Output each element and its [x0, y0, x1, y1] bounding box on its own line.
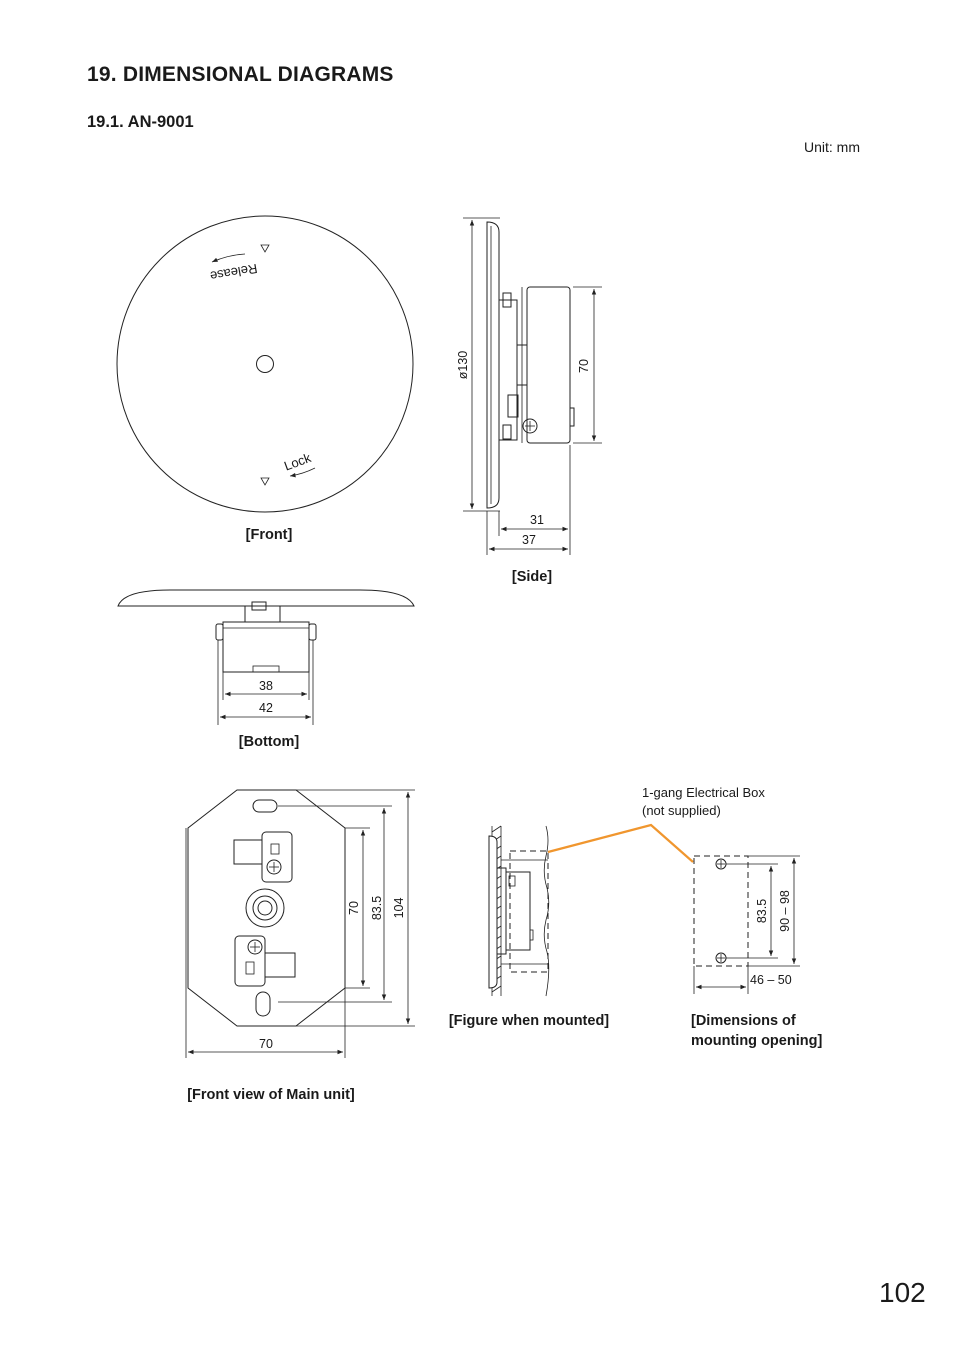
main-unit-caption: [Front view of Main unit]	[187, 1087, 355, 1103]
dim-main-h3: 104	[392, 898, 406, 919]
bottom-slot	[255, 991, 271, 1017]
side-plate	[486, 221, 500, 509]
dim-depth-outer: 37	[522, 533, 536, 547]
upper-terminal	[261, 831, 293, 883]
front-view: Release Lock [Front]	[116, 215, 414, 543]
release-arrow-icon	[211, 253, 246, 263]
page-number: 102	[879, 1277, 926, 1308]
opening-caption-line2: mounting opening]	[691, 1033, 822, 1049]
page-title: 19. DIMENSIONAL DIAGRAMS	[87, 63, 394, 86]
dim-opening-pitch: 83.5	[755, 899, 769, 923]
release-label: Release	[209, 261, 259, 284]
electrical-box-leader	[547, 823, 694, 863]
mounting-opening-box	[693, 855, 749, 967]
dim-bottom-outer: 42	[259, 701, 273, 715]
lock-label: Lock	[282, 450, 313, 474]
dim-main-width: 70	[259, 1037, 273, 1051]
front-caption: [Front]	[246, 527, 293, 543]
upper-screw-icon	[266, 859, 282, 875]
main-unit-plate	[187, 789, 346, 1027]
main-unit-view: 70 70 83.5 104 [Front view of Main unit]	[185, 789, 415, 1103]
side-view: ø130 70 31 37 [Side]	[456, 217, 602, 585]
mounted-caption: [Figure when mounted]	[449, 1013, 609, 1029]
side-mount-plate	[498, 299, 518, 441]
center-connector	[245, 888, 285, 928]
top-slot	[252, 799, 278, 813]
box-note-line1: 1-gang Electrical Box	[642, 785, 765, 800]
bottom-caption: [Bottom]	[239, 734, 300, 750]
bottom-body	[222, 621, 310, 673]
dim-side-height: 70	[577, 359, 591, 373]
dim-main-h2: 83.5	[370, 896, 384, 920]
side-body	[526, 286, 571, 444]
dim-depth-inner: 31	[530, 513, 544, 527]
unit-label: Unit: mm	[804, 139, 860, 155]
mounted-electrical-box	[509, 850, 549, 973]
lower-screw-icon	[247, 939, 263, 955]
bottom-view: 38 42 [Bottom]	[117, 589, 415, 750]
mounted-view: [Figure when mounted]	[449, 825, 609, 1029]
dim-bottom-inner: 38	[259, 679, 273, 693]
box-note-line2: (not supplied)	[642, 803, 721, 818]
opening-view: 83.5 90 – 98 46 – 50 [Dimensions of moun…	[691, 855, 822, 1049]
dim-opening-height: 90 – 98	[778, 890, 792, 932]
release-triangle-icon	[260, 244, 270, 253]
section-title: 19.1. AN-9001	[87, 113, 194, 131]
opening-caption-line1: [Dimensions of	[691, 1013, 796, 1029]
mounted-body	[505, 871, 531, 951]
side-caption: [Side]	[512, 569, 552, 585]
dim-opening-width: 46 – 50	[750, 973, 792, 987]
dim-diameter: ø130	[456, 351, 470, 380]
side-screw-icon	[522, 418, 538, 434]
bottom-plate	[117, 589, 415, 607]
center-hole	[256, 355, 274, 373]
lock-triangle-icon	[260, 477, 270, 486]
dim-main-h1: 70	[347, 901, 361, 915]
front-plate-outline	[116, 215, 414, 513]
lock-arrow-icon	[289, 467, 316, 478]
